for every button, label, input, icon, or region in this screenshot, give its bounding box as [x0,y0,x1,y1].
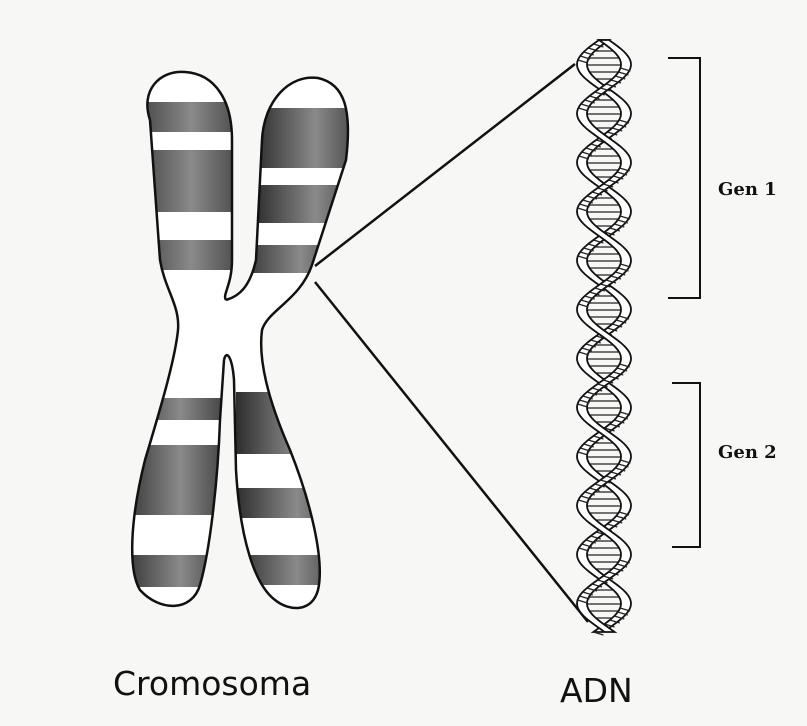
band [236,392,346,454]
dna-caption: ADN [560,671,633,710]
dna-helix [577,40,631,635]
band [120,240,250,270]
zoom-line-bottom [315,282,588,622]
chromosome-caption: Cromosoma [113,664,311,703]
zoom-line-top [315,64,575,266]
band [255,185,365,223]
gene-1-label: Gen 1 [718,179,777,200]
band [236,555,346,585]
gene-2-label: Gen 2 [718,442,777,463]
band [236,488,346,518]
chromosome [120,60,365,620]
band [120,398,230,420]
gene-2-bracket [672,383,700,547]
band [120,150,250,212]
gene-1-bracket [668,58,700,298]
